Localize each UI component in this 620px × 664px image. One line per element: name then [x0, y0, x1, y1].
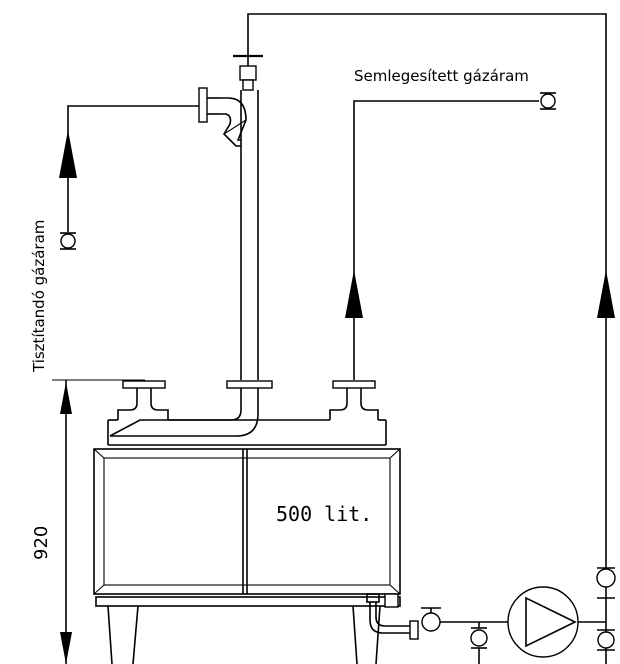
drain-valve-icon: [421, 607, 441, 632]
neutral-gas-sample-point-icon: [540, 92, 556, 110]
center-nozzle: [226, 380, 273, 389]
raw-gas-line: [67, 105, 199, 232]
neutral-gas-label: Semlegesített gázáram: [354, 67, 529, 85]
discharge-valve-icon: [596, 567, 616, 599]
right-nozzle: [329, 380, 379, 420]
suction-gauge-icon: [470, 622, 488, 664]
neutral-gas-flow-arrow: [345, 270, 363, 318]
left-nozzle: [117, 380, 169, 420]
tank-lid: [107, 419, 387, 446]
height-dimension: [52, 379, 145, 664]
recirculation-flow-arrow: [597, 270, 615, 318]
raw-gas-flow-arrow: [59, 130, 77, 178]
top-valve-icon: [233, 54, 263, 91]
inlet-elbow-flange: [198, 87, 247, 147]
neutral-gas-line: [353, 100, 539, 380]
tank-base-frame: [95, 596, 401, 607]
drain-pipe: [366, 593, 419, 640]
dip-pipe: [109, 388, 259, 437]
discharge-gauge-icon: [597, 629, 615, 651]
tank-volume-label: 500 lit.: [276, 502, 372, 526]
raw-gas-sample-point-icon: [60, 232, 76, 250]
central-vertical-pipe: [240, 90, 259, 380]
tank-body: [93, 448, 401, 595]
height-dimension-label: 920: [31, 526, 52, 560]
pump-icon: [507, 586, 579, 658]
raw-gas-label: Tisztítandó gázáram: [30, 220, 48, 373]
tank-legs: [107, 605, 381, 664]
